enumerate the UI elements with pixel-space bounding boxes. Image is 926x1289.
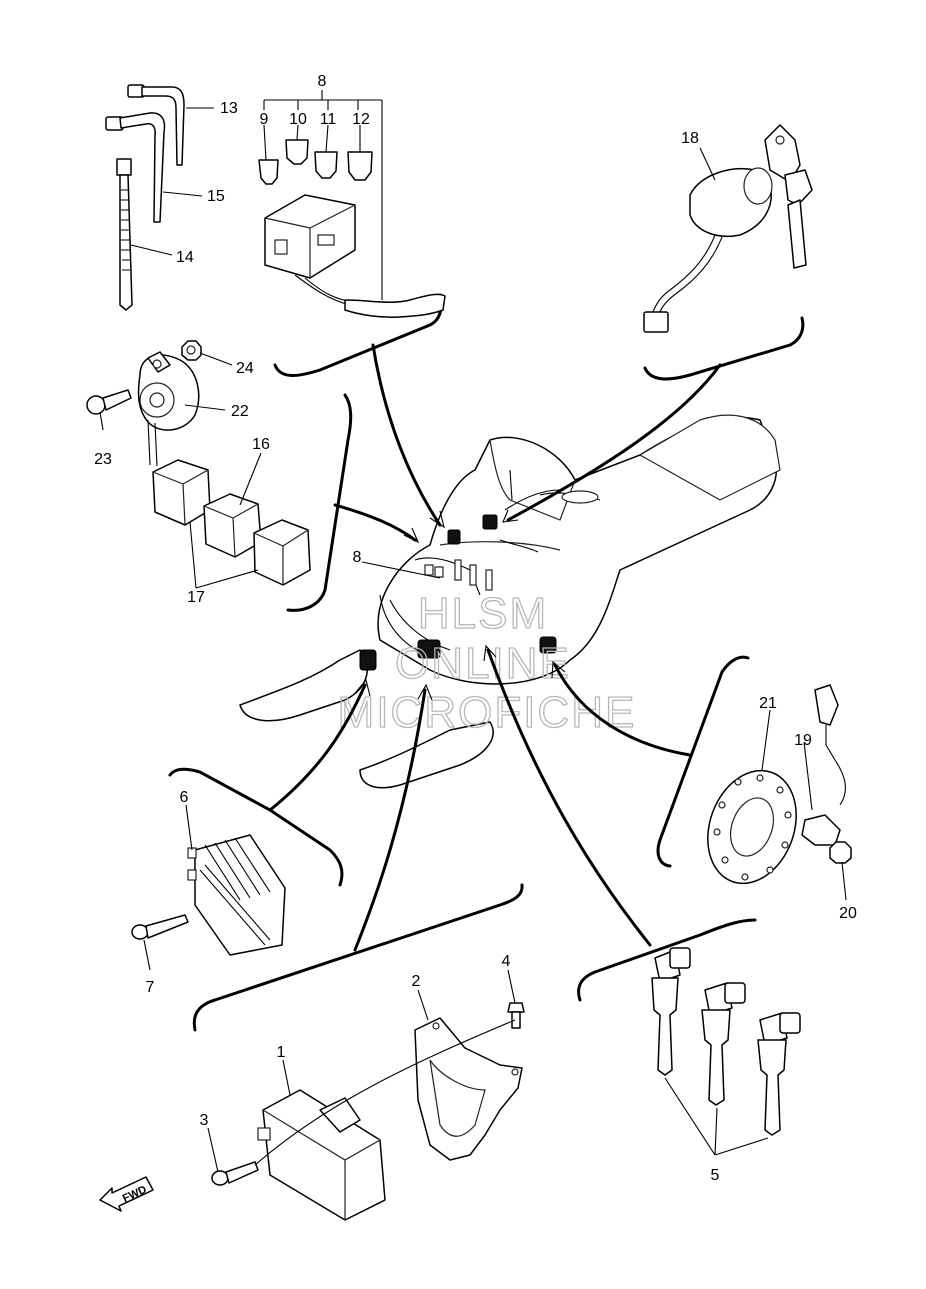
ignition-coil-5b (701, 982, 746, 1106)
callout-20: 20 (839, 905, 857, 922)
cdi-unit-1 (257, 1089, 386, 1221)
callout-19: 19 (794, 732, 812, 749)
main-switch-18 (643, 124, 813, 333)
callout-13: 13 (220, 100, 238, 117)
callout-7: 7 (146, 979, 155, 996)
fuse-11 (314, 151, 338, 179)
callout-4: 4 (502, 953, 511, 970)
watermark: HLSM ONLINE MICROFICHE (337, 588, 637, 737)
pickup-coil-rotor-21 (707, 769, 797, 885)
group-brackets (168, 293, 805, 1032)
callout-22: 22 (231, 403, 249, 420)
callout-5: 5 (711, 1167, 720, 1184)
bracket-2 (414, 1017, 523, 1161)
pickup-coil-19 (801, 684, 846, 846)
callout-15: 15 (207, 188, 225, 205)
fwd-arrow (99, 1176, 154, 1212)
snowmobile-body (239, 414, 781, 789)
ignition-coil-5a (651, 947, 691, 1076)
bolt-23 (86, 389, 132, 415)
buzzer-22 (137, 351, 200, 467)
cable-tie-14 (116, 158, 133, 311)
bolt-4 (507, 1002, 525, 1029)
watermark-line-2: ONLINE (395, 639, 571, 688)
callout-18: 18 (681, 130, 699, 147)
callout-21: 21 (759, 695, 777, 712)
fuse-12 (347, 151, 373, 181)
callout-8-top: 8 (318, 73, 327, 90)
leader-lines (99, 90, 847, 1173)
callout-9: 9 (260, 111, 269, 128)
relay-16-17 (152, 459, 311, 586)
callout-24: 24 (236, 360, 254, 377)
cable-band-13 (127, 84, 185, 166)
bolt-7 (131, 914, 189, 940)
bolt-3 (211, 1161, 259, 1186)
callout-11: 11 (320, 111, 337, 128)
rectifier-regulator-6 (187, 834, 286, 956)
callout-1: 1 (277, 1044, 286, 1061)
callout-23: 23 (94, 451, 112, 468)
cable-band-15 (105, 112, 166, 223)
callout-12: 12 (352, 111, 370, 128)
callout-16: 16 (252, 436, 270, 453)
callout-6: 6 (180, 789, 189, 806)
callout-17: 17 (187, 589, 205, 606)
nut-24 (181, 340, 202, 361)
watermark-line-3: MICROFICHE (338, 688, 637, 737)
fuse-box (264, 194, 446, 318)
callout-10: 10 (289, 111, 307, 128)
callout-8-center: 8 (353, 549, 362, 566)
fuse-9 (258, 159, 279, 185)
nut-20 (829, 841, 852, 864)
fuse-10 (285, 139, 309, 165)
ignition-coil-5c (757, 1012, 801, 1136)
callout-14: 14 (176, 249, 194, 266)
watermark-line-1: HLSM (418, 589, 548, 638)
callout-3: 3 (200, 1112, 209, 1129)
callout-2: 2 (412, 973, 421, 990)
